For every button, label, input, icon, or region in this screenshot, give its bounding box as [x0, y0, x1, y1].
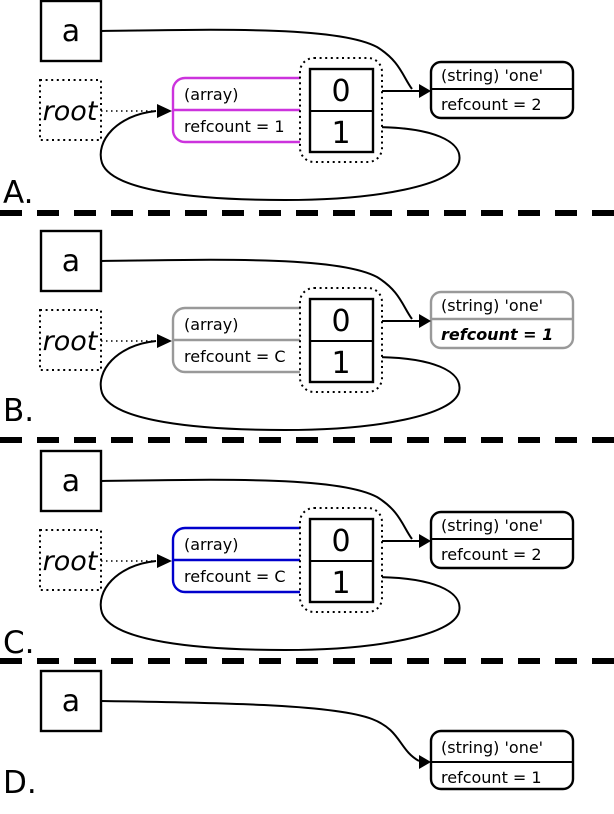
- a-to-string-wire: [100, 700, 420, 762]
- root-label: root: [43, 326, 99, 357]
- string-refcount-label: refcount = 2: [441, 545, 542, 564]
- root-box: [39, 309, 102, 371]
- variable-label: a: [62, 14, 80, 49]
- variable-label: a: [62, 464, 80, 499]
- panel-label: A.: [3, 175, 34, 211]
- array-type-label: (array): [184, 535, 238, 554]
- arrowhead-into-string: [419, 84, 431, 98]
- arrowhead-into-array: [157, 104, 172, 118]
- string-refcount-label: refcount = 1: [441, 768, 542, 787]
- array-type-label: (array): [184, 315, 238, 334]
- variable-box: [39, 229, 103, 293]
- panel-label: C.: [3, 625, 35, 661]
- variable-label: a: [62, 244, 80, 279]
- array-refcount-label: refcount = C: [184, 347, 286, 366]
- a-to-string-wire: [100, 28, 413, 90]
- panel-a: a root (array) refcount = 1 0 1 (string)…: [3, 0, 575, 211]
- cell-1: 1: [331, 346, 350, 381]
- a-to-string-wire: [100, 478, 413, 540]
- string-type-label: (string) 'one': [441, 738, 543, 757]
- cell-1: 1: [331, 566, 350, 601]
- arrowhead-into-array: [157, 334, 172, 348]
- string-type-label: (string) 'one': [441, 516, 543, 535]
- cell-1: 1: [331, 116, 350, 151]
- arrowhead-into-array: [157, 554, 172, 568]
- string-refcount-label: refcount = 2: [441, 95, 542, 114]
- cell-0: 0: [331, 74, 350, 109]
- string-type-label: (string) 'one': [441, 66, 543, 85]
- panel-b: a root (array) refcount = C 0 1 (string)…: [3, 229, 575, 432]
- arrowhead-into-string: [419, 534, 431, 548]
- root-box: [39, 79, 102, 141]
- a-to-string-wire: [100, 258, 413, 320]
- arrowhead-into-string: [419, 314, 431, 328]
- variable-label: a: [62, 684, 80, 719]
- string-type-label: (string) 'one': [441, 296, 543, 315]
- cell1-to-array-loop-arrow: [99, 560, 461, 652]
- root-label: root: [43, 546, 99, 577]
- panel-label: B.: [3, 393, 34, 429]
- string-refcount-label: refcount = 1: [441, 325, 553, 344]
- cell-0: 0: [331, 524, 350, 559]
- array-refcount-label: refcount = 1: [184, 117, 285, 136]
- variable-box: [39, 0, 103, 63]
- panel-label: D.: [3, 765, 37, 801]
- array-refcount-label: refcount = C: [184, 567, 286, 586]
- root-label: root: [43, 96, 99, 127]
- variable-box: [39, 449, 103, 513]
- array-type-label: (array): [184, 85, 238, 104]
- cell1-to-array-loop-arrow: [99, 110, 461, 202]
- string-node: [429, 729, 575, 791]
- root-box: [39, 529, 102, 591]
- arrowhead-into-string: [419, 755, 431, 769]
- cell1-to-array-loop-arrow: [99, 340, 461, 432]
- panel-c: a root (array) refcount = C 0 1 (string)…: [3, 449, 575, 661]
- variable-box: [39, 669, 103, 733]
- panel-d: a (string) 'one' refcount = 1 D.: [3, 669, 575, 801]
- cell-0: 0: [331, 304, 350, 339]
